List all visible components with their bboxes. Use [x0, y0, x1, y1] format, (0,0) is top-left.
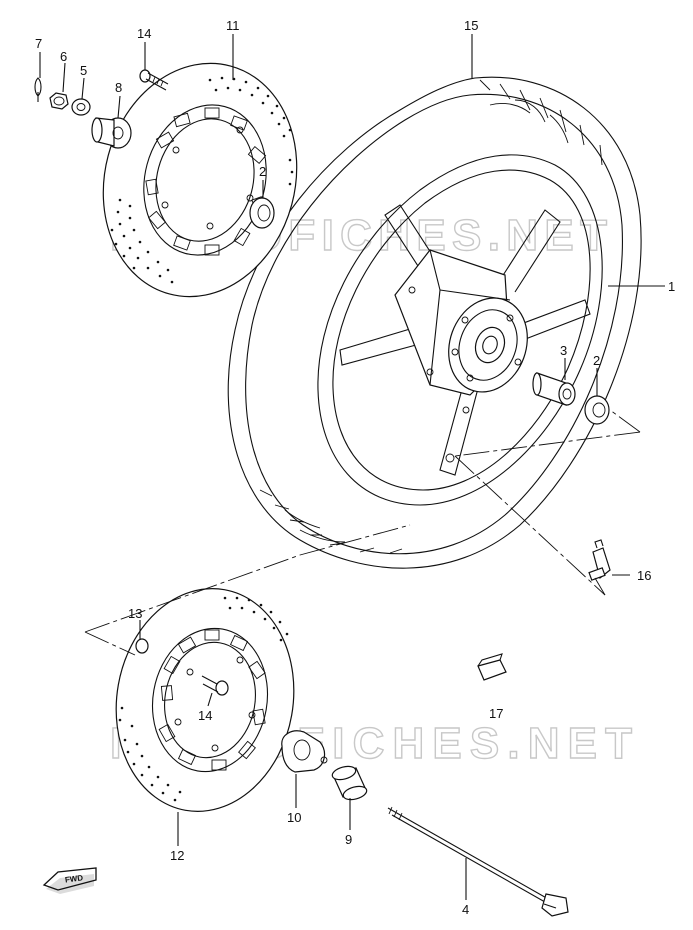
part-2-bearing-right [584, 395, 610, 425]
callout-9: 9 [345, 832, 352, 847]
part-3-spacer [532, 372, 576, 406]
part-16-valve [588, 539, 611, 581]
disc-bottom-perforations [118, 596, 289, 802]
callout-15: 15 [464, 18, 478, 33]
callout-2-right: 2 [593, 353, 600, 368]
callout-1: 1 [668, 279, 675, 294]
callout-12: 12 [170, 848, 184, 863]
callout-13: 13 [128, 606, 142, 621]
part-7-cotter-pin [34, 77, 42, 102]
leader-lines [39, 34, 665, 900]
part-4-axle [387, 806, 569, 917]
callout-7: 7 [35, 36, 42, 51]
part-14-bolt-bottom [201, 675, 229, 696]
callout-labels: 1 15 11 14 7 6 5 8 2 3 2 16 13 14 17 10 … [35, 18, 675, 917]
callout-14-top: 14 [137, 26, 151, 41]
fwd-label: FWD [64, 873, 84, 884]
wheel-assembly [227, 76, 642, 569]
callout-8: 8 [115, 80, 122, 95]
part-6-nut [49, 92, 69, 110]
callout-3: 3 [560, 343, 567, 358]
part-13-washer [135, 638, 149, 654]
part-9-spacer [331, 765, 368, 801]
callout-10: 10 [287, 810, 301, 825]
part-8-collar [91, 117, 132, 149]
brake-disc-bottom [115, 588, 295, 812]
callout-6: 6 [60, 49, 67, 64]
part-5-washer [71, 98, 91, 116]
fwd-arrow-icon: FWD [42, 867, 97, 894]
callout-17: 17 [489, 706, 503, 721]
disc-top-perforations [110, 76, 294, 284]
callout-2-top: 2 [259, 164, 266, 179]
part-17-clip [477, 653, 507, 681]
part-2-bearing-top [249, 197, 275, 229]
brake-disc-top [102, 62, 298, 298]
callout-11: 11 [226, 18, 240, 33]
callout-5: 5 [80, 63, 87, 78]
callout-16: 16 [637, 568, 651, 583]
part-10-gearbox [281, 730, 328, 773]
callout-14-bottom: 14 [198, 708, 212, 723]
callout-4: 4 [462, 902, 469, 917]
